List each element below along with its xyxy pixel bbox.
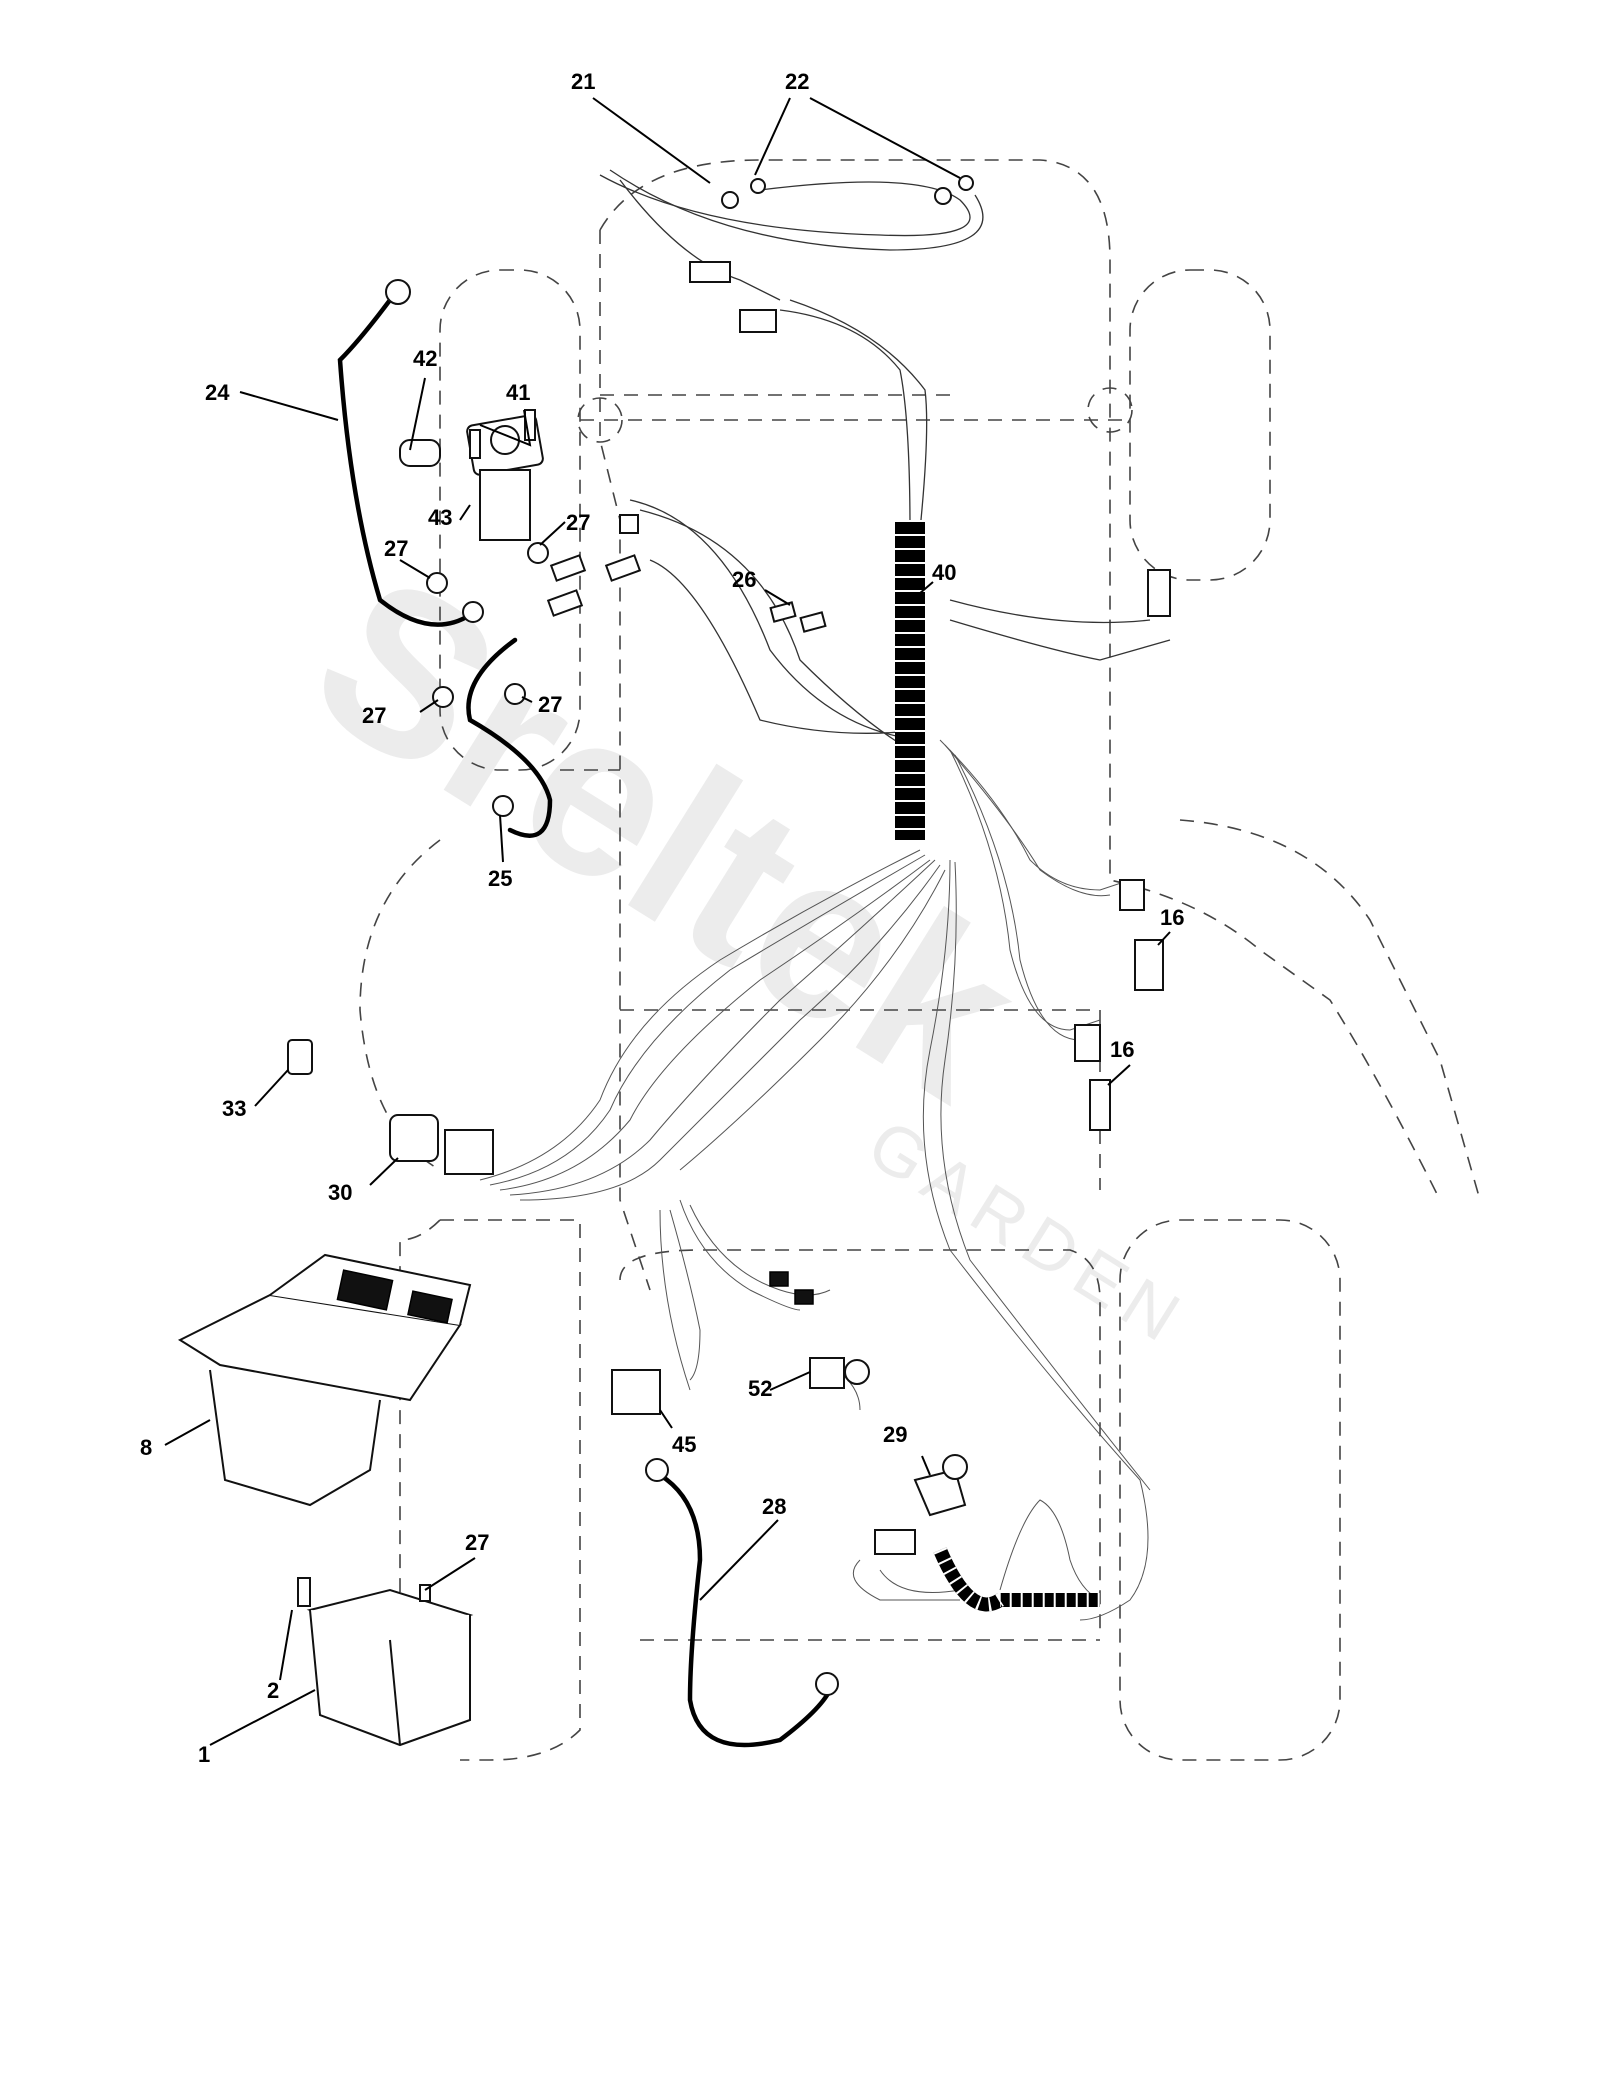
coil-cord bbox=[933, 1547, 1100, 1612]
callout-27-upper-right: 27 bbox=[566, 510, 590, 535]
callout-45: 45 bbox=[672, 1432, 696, 1457]
callout-43: 43 bbox=[428, 505, 452, 530]
connectors bbox=[769, 569, 1171, 1131]
callout-42: 42 bbox=[413, 346, 437, 371]
callout-27-lower-left: 27 bbox=[362, 703, 386, 728]
battery-tray bbox=[177, 1253, 472, 1507]
callout-21: 21 bbox=[571, 69, 595, 94]
battery bbox=[297, 1577, 474, 1747]
solenoid-assembly bbox=[399, 409, 642, 708]
ignition-parts bbox=[287, 1039, 494, 1175]
callout-24: 24 bbox=[205, 380, 230, 405]
callout-33: 33 bbox=[222, 1096, 246, 1121]
callouts: 21 22 24 42 41 43 27 27 27 27 27 26 40 2… bbox=[140, 69, 1184, 1767]
callout-27-lower-right: 27 bbox=[538, 692, 562, 717]
callout-28: 28 bbox=[762, 1494, 786, 1519]
callout-26: 26 bbox=[732, 567, 756, 592]
callout-2: 2 bbox=[267, 1678, 279, 1703]
watermark-sub: GARDEN bbox=[855, 1104, 1201, 1361]
callout-52: 52 bbox=[748, 1376, 772, 1401]
callout-8: 8 bbox=[140, 1435, 152, 1460]
headlight-harness bbox=[689, 175, 974, 333]
callout-30: 30 bbox=[328, 1180, 352, 1205]
callout-16-lower: 16 bbox=[1110, 1037, 1134, 1062]
callout-29: 29 bbox=[883, 1422, 907, 1447]
callout-41: 41 bbox=[506, 380, 530, 405]
callout-27-battery: 27 bbox=[465, 1530, 489, 1555]
callout-1: 1 bbox=[198, 1742, 210, 1767]
wire-harness bbox=[479, 169, 1171, 1621]
battery-cables bbox=[337, 279, 839, 1748]
watermark-brand: Sreltek bbox=[274, 524, 1062, 1149]
misc-components bbox=[611, 1271, 968, 1555]
leader-lines bbox=[164, 97, 1171, 1746]
callout-22: 22 bbox=[785, 69, 809, 94]
callout-25: 25 bbox=[488, 866, 512, 891]
callout-27-upper-left: 27 bbox=[384, 536, 408, 561]
callout-16-upper: 16 bbox=[1160, 905, 1184, 930]
callout-40: 40 bbox=[932, 560, 956, 585]
